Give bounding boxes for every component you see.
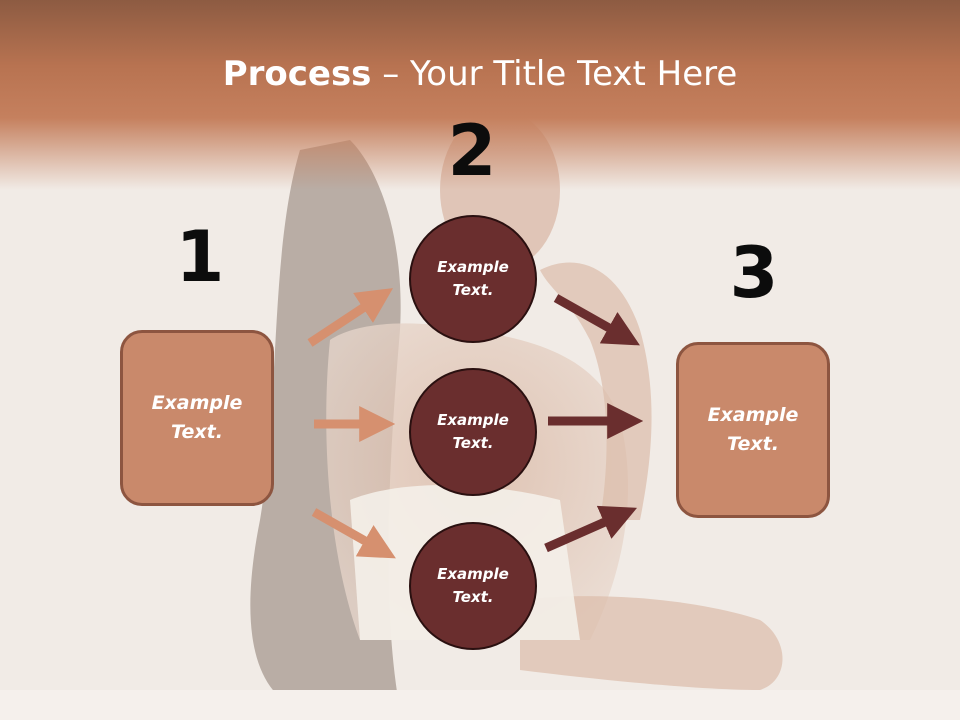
left-box-line2: Text.: [171, 421, 223, 443]
arrow-right-up: [544, 505, 638, 553]
circle-top-line1: Example: [437, 258, 509, 276]
step-number-2: 2: [447, 110, 497, 192]
step-number-3: 3: [729, 232, 779, 314]
right-box-line1: Example: [707, 404, 799, 426]
right-box-line2: Text.: [727, 433, 779, 455]
circle-top-line2: Text.: [452, 281, 494, 299]
header-band: [0, 0, 960, 190]
left-box: Example Text.: [120, 330, 274, 506]
arrow-left-up: [307, 288, 394, 347]
circle-top: Example Text.: [409, 215, 537, 343]
circle-middle: Example Text.: [409, 368, 537, 496]
left-box-line1: Example: [151, 392, 243, 414]
title-rest: – Your Title Text Here: [371, 54, 738, 94]
right-box: Example Text.: [676, 342, 830, 518]
circle-bottom-line2: Text.: [452, 588, 494, 606]
step-number-1: 1: [175, 216, 225, 298]
circle-middle-line2: Text.: [452, 434, 494, 452]
circle-middle-line1: Example: [437, 411, 509, 429]
arrow-right-down: [553, 294, 640, 346]
slide-title: Process – Your Title Text Here: [0, 52, 960, 96]
circle-bottom-line1: Example: [437, 565, 509, 583]
title-bold: Process: [222, 54, 372, 94]
circle-bottom: Example Text.: [409, 522, 537, 650]
arrow-left-down: [311, 508, 396, 559]
